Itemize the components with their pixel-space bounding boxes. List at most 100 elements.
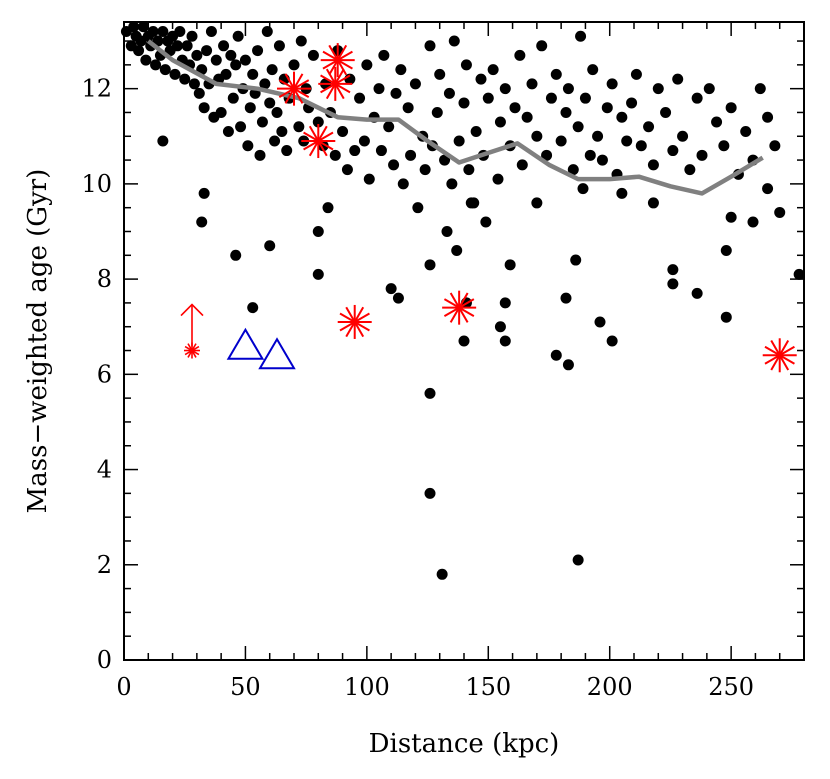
data-point bbox=[137, 21, 149, 33]
data-point bbox=[696, 149, 708, 161]
data-point bbox=[349, 145, 361, 157]
data-point bbox=[594, 316, 606, 328]
data-point bbox=[793, 268, 805, 280]
data-point bbox=[606, 78, 618, 90]
data-point bbox=[499, 297, 511, 309]
data-point bbox=[647, 197, 659, 209]
data-point bbox=[463, 164, 475, 176]
asterisk-point bbox=[762, 338, 797, 373]
data-point bbox=[521, 111, 533, 123]
data-point bbox=[465, 197, 477, 209]
data-point bbox=[242, 140, 254, 152]
asterisk-point-stroke bbox=[278, 79, 310, 99]
data-point bbox=[677, 130, 689, 142]
data-point bbox=[174, 26, 186, 38]
asterisk-point-stroke bbox=[322, 50, 353, 70]
data-point bbox=[531, 130, 543, 142]
data-point bbox=[441, 225, 453, 237]
data-point bbox=[244, 102, 256, 114]
data-point bbox=[293, 121, 305, 133]
data-point bbox=[247, 302, 259, 314]
y-tick-label: 2 bbox=[97, 551, 112, 579]
data-point bbox=[725, 102, 737, 114]
data-point bbox=[494, 116, 506, 128]
asterisk-point-stroke bbox=[764, 345, 795, 365]
data-point bbox=[550, 68, 562, 80]
data-point bbox=[157, 26, 169, 38]
data-point bbox=[672, 73, 684, 85]
data-point bbox=[159, 64, 171, 76]
data-point bbox=[626, 97, 638, 109]
asterisk-point-stroke bbox=[339, 312, 370, 332]
data-point bbox=[271, 106, 283, 118]
data-point bbox=[405, 149, 417, 161]
data-point bbox=[536, 40, 548, 52]
data-point bbox=[424, 40, 436, 52]
y-tick-label: 6 bbox=[97, 360, 112, 388]
data-point bbox=[147, 26, 159, 38]
data-point bbox=[191, 49, 203, 61]
data-point bbox=[460, 59, 472, 71]
x-tick-label: 150 bbox=[465, 673, 511, 701]
data-point bbox=[419, 164, 431, 176]
data-point bbox=[621, 135, 633, 147]
data-point bbox=[570, 254, 582, 266]
lower-limit-point bbox=[184, 342, 200, 359]
data-point bbox=[492, 173, 504, 185]
data-point bbox=[575, 30, 587, 42]
data-point bbox=[337, 126, 349, 138]
data-point bbox=[720, 245, 732, 257]
data-point bbox=[647, 159, 659, 171]
data-point bbox=[266, 64, 278, 76]
data-point bbox=[572, 554, 584, 566]
data-point bbox=[150, 59, 162, 71]
data-point bbox=[225, 49, 237, 61]
data-point bbox=[196, 216, 208, 228]
data-point bbox=[560, 292, 572, 304]
x-tick-label: 100 bbox=[344, 673, 390, 701]
data-point bbox=[230, 59, 242, 71]
data-point bbox=[169, 68, 181, 80]
data-point bbox=[560, 106, 572, 118]
data-point bbox=[541, 149, 553, 161]
data-point bbox=[227, 92, 239, 104]
data-point bbox=[555, 135, 567, 147]
data-point bbox=[295, 35, 307, 47]
lower-limit-point-stroke bbox=[184, 345, 200, 356]
data-point bbox=[205, 26, 217, 38]
data-point bbox=[667, 145, 679, 157]
asterisk-point-stroke bbox=[303, 131, 334, 151]
y-tick-label: 8 bbox=[97, 265, 112, 293]
data-point bbox=[562, 83, 574, 95]
data-point bbox=[140, 54, 152, 66]
data-point bbox=[630, 68, 642, 80]
data-point bbox=[181, 40, 193, 52]
data-point bbox=[499, 83, 511, 95]
data-point bbox=[375, 145, 387, 157]
data-point bbox=[385, 283, 397, 295]
data-point bbox=[239, 54, 251, 66]
plot-frame bbox=[123, 21, 805, 661]
data-point bbox=[443, 87, 455, 99]
data-point bbox=[273, 40, 285, 52]
data-point bbox=[269, 135, 281, 147]
data-point bbox=[133, 45, 145, 57]
data-point bbox=[667, 264, 679, 276]
data-point bbox=[684, 164, 696, 176]
data-point bbox=[261, 26, 273, 38]
data-point bbox=[504, 259, 516, 271]
data-point bbox=[179, 73, 191, 85]
data-point bbox=[341, 164, 353, 176]
triangle-point bbox=[226, 327, 265, 360]
data-point bbox=[434, 68, 446, 80]
data-point bbox=[439, 154, 451, 166]
data-point bbox=[322, 202, 334, 214]
data-point bbox=[747, 216, 759, 228]
data-point bbox=[218, 40, 230, 52]
data-point bbox=[193, 87, 205, 99]
data-point bbox=[470, 126, 482, 138]
data-point bbox=[587, 64, 599, 76]
data-point bbox=[424, 387, 436, 399]
data-point bbox=[480, 216, 492, 228]
